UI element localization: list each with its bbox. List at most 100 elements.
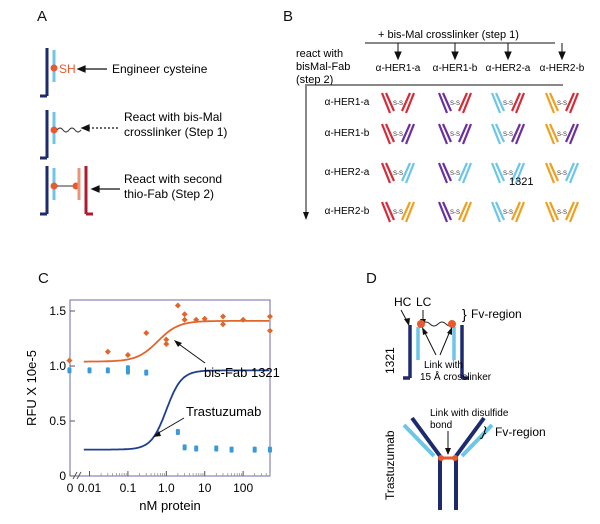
- bisfab-cell: S-S: [380, 201, 416, 223]
- bisfab-cell: S-S: [380, 162, 416, 184]
- data-point: [194, 445, 199, 452]
- data-point: [125, 368, 130, 375]
- link-disulfide-line2: bond: [430, 420, 452, 431]
- x-tick-label: 10: [198, 481, 212, 495]
- ss-label: S-S: [503, 101, 513, 107]
- column-header: α-HER1-a: [376, 63, 421, 74]
- panel-c-label: C: [38, 270, 49, 287]
- data-point: [229, 446, 234, 453]
- data-point: [124, 352, 131, 358]
- data-point: [105, 367, 110, 374]
- step1-label-line1: React with bis-Mal: [124, 110, 222, 124]
- side-header-line1: react with: [296, 48, 343, 60]
- bisfab-cell: S-S: [490, 201, 526, 223]
- data-point: [144, 369, 149, 376]
- fv-brace-1: }: [462, 306, 467, 322]
- ss-label: S-S: [450, 101, 460, 107]
- link-disulfide-line1: Link with disulfide: [430, 408, 509, 419]
- ss-label: S-S: [557, 101, 567, 107]
- data-point: [87, 367, 92, 374]
- x-tick-label: 0.01: [78, 481, 102, 495]
- data-point: [67, 367, 72, 374]
- bisfab-cell: S-S: [380, 123, 416, 145]
- row-header: α-HER2-a: [325, 167, 370, 178]
- sh-tag: SH: [59, 62, 76, 76]
- ss-label: S-S: [503, 171, 513, 177]
- trastuzumab-structure: [402, 416, 494, 510]
- data-point: [240, 316, 247, 323]
- bis-fab: [40, 166, 93, 216]
- y-axis-label: RFU X 10e-5: [24, 350, 39, 426]
- panel-b-label: B: [283, 8, 294, 25]
- step1-label-line2: crosslinker (Step 1): [124, 125, 227, 139]
- data-point: [175, 429, 180, 435]
- ss-label: S-S: [503, 132, 513, 138]
- bisfab-cell: S-S: [544, 201, 580, 223]
- data-point: [66, 357, 73, 364]
- panel-d-label: D: [366, 270, 377, 287]
- data-point: [220, 321, 227, 328]
- data-point: [163, 336, 170, 343]
- bisfab-cell: S-S: [490, 92, 526, 114]
- bisfab-cell: S-S: [544, 92, 580, 114]
- ss-label: S-S: [557, 132, 567, 138]
- data-point: [181, 316, 188, 323]
- bisfab-cell: S-S: [544, 123, 580, 145]
- row-header: α-HER2-b: [325, 206, 370, 217]
- bisfab-cell: S-S: [437, 162, 473, 184]
- data-point: [143, 330, 150, 336]
- fit-curve: [83, 369, 270, 451]
- x-tick-label: 0.1: [120, 481, 137, 495]
- ss-label: S-S: [393, 101, 403, 107]
- ss-label: S-S: [393, 132, 403, 138]
- data-point: [220, 313, 227, 320]
- data-point: [266, 327, 273, 334]
- data-point: [252, 446, 257, 453]
- engineer-cysteine-label: Engineer cysteine: [112, 62, 208, 76]
- ss-label: S-S: [450, 132, 460, 138]
- x-tick-label: 1.0: [158, 481, 175, 495]
- ss-label: S-S: [557, 210, 567, 216]
- bisfab-1321-structure: [403, 320, 469, 380]
- side-header-line2: bisMal-Fab: [296, 61, 350, 73]
- panel-b-matrix: + bis-Mal crosslinker (step 1) react wit…: [296, 29, 585, 223]
- bisfab-cell: S-S: [490, 123, 526, 145]
- lc-label: LC: [416, 295, 432, 309]
- y-tick-label: 0: [59, 469, 66, 483]
- row-header: α-HER1-a: [325, 97, 370, 108]
- data-point: [174, 302, 181, 309]
- column-header: α-HER2-a: [486, 63, 531, 74]
- name-trastuzumab: Trastuzumab: [383, 430, 397, 500]
- side-header-line3: (step 2): [296, 74, 333, 86]
- bisfab-cell: S-S: [437, 123, 473, 145]
- ss-label: S-S: [393, 171, 403, 177]
- hc-label: HC: [394, 295, 412, 309]
- column-header: α-HER2-b: [540, 63, 585, 74]
- data-point: [181, 311, 188, 318]
- data-point: [193, 316, 200, 323]
- fv-region-label-1: Fv-region: [471, 307, 522, 321]
- fv-brace-2: }: [479, 423, 489, 440]
- data-point: [214, 445, 219, 452]
- bisfab-cell: S-S: [490, 162, 526, 184]
- data-point: [182, 444, 187, 451]
- crosslinker-header: + bis-Mal crosslinker (step 1): [378, 29, 519, 41]
- step2-label-line2: thio-Fab (Step 2): [124, 187, 214, 201]
- data-point: [104, 348, 111, 355]
- data-point: [266, 313, 273, 320]
- data-point: [163, 341, 170, 347]
- x-axis-label: nM protein: [139, 498, 200, 513]
- y-tick-label: 1.5: [49, 304, 66, 318]
- data-point: [201, 315, 208, 322]
- x-tick-label: 100: [233, 481, 253, 495]
- panel-a-diagram: SH Engineer cysteine React with bis-Mal …: [40, 48, 227, 216]
- bisfab-cell: S-S: [437, 201, 473, 223]
- ss-label: S-S: [450, 210, 460, 216]
- row-header: α-HER1-b: [325, 128, 370, 139]
- highlight-1321: 1321: [509, 176, 533, 188]
- y-tick-label: 0.5: [49, 414, 66, 428]
- fab-crosslinked: [40, 110, 82, 160]
- ss-label: S-S: [393, 210, 403, 216]
- fit-curve: [83, 320, 270, 363]
